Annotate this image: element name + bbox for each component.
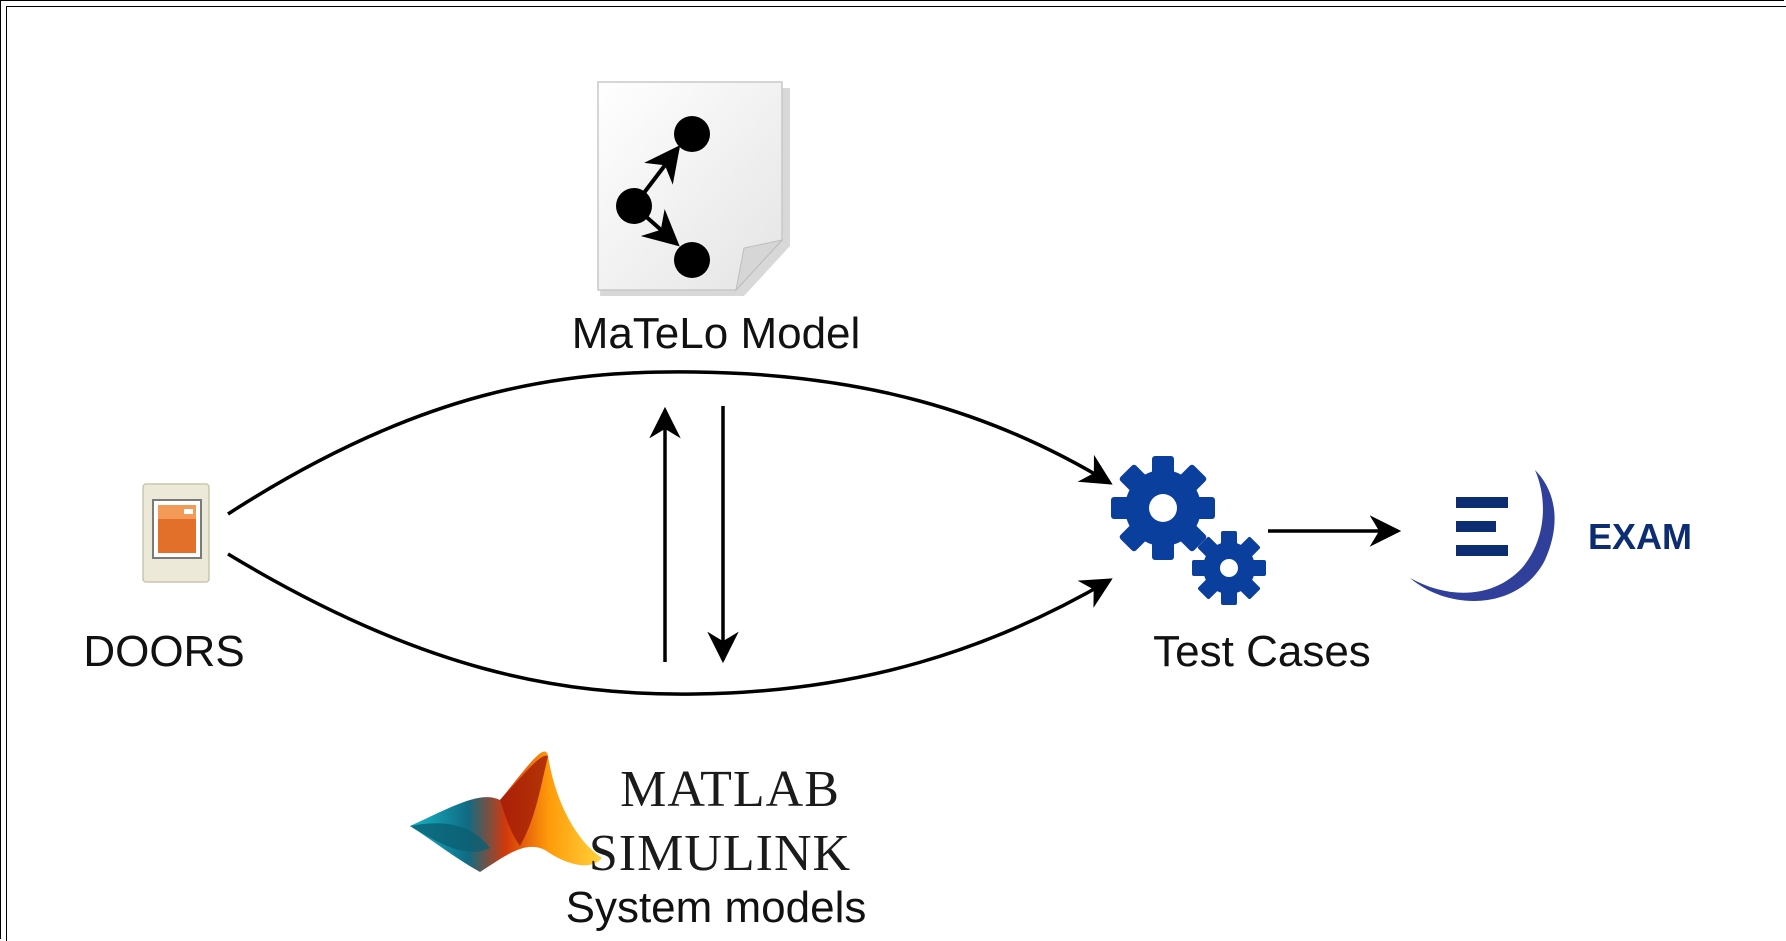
arrow-doors-top-to-test-cases — [227, 370, 1113, 516]
matelo-model-label: MaTeLo Model — [572, 309, 861, 358]
test-cases-label: Test Cases — [1153, 627, 1371, 676]
inner-frame — [6, 6, 1786, 941]
matlab-membrane-logo — [410, 751, 602, 872]
simulink-logo-text: SIMULINK — [589, 825, 851, 882]
system-models-label: System models — [566, 883, 867, 932]
gears-icon — [1111, 456, 1266, 605]
exam-logo — [1410, 470, 1555, 601]
arrow-doors-bottom-to-test-cases — [227, 552, 1113, 696]
matlab-logo-text: MATLAB — [620, 761, 840, 818]
doors-icon — [142, 483, 210, 583]
matelo-model-icon — [597, 81, 790, 296]
doors-label: DOORS — [83, 627, 244, 676]
exam-label: EXAM — [1588, 516, 1692, 557]
